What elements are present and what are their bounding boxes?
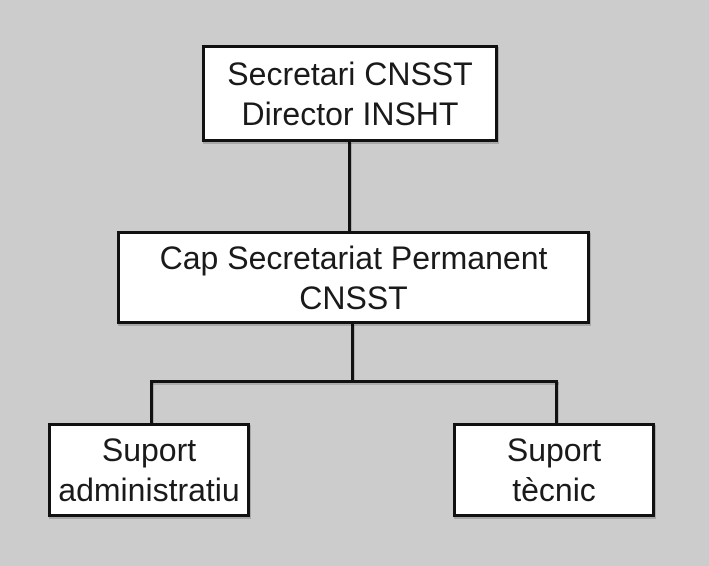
connector-branch-rail [150, 380, 558, 383]
org-node-label: Suport [506, 432, 602, 468]
connector-drop-to-tech [555, 380, 558, 424]
connector-manager-stem [351, 323, 354, 381]
org-node-secretari-cnsst: Secretari CNSST Director INSHT [202, 45, 498, 142]
org-node-label: Cap Secretariat Permanent [159, 239, 548, 276]
org-node-suport-tecnic: Suport tècnic [453, 423, 655, 517]
org-node-label: administratiu [58, 472, 240, 508]
org-node-label: Suport [101, 432, 197, 468]
org-node-label: CNSST [299, 279, 408, 316]
org-node-label: Director INSHT [241, 95, 459, 132]
connector-drop-to-admin [150, 380, 153, 424]
org-node-suport-administratiu: Suport administratiu [48, 423, 250, 517]
connector-root-to-manager [348, 141, 351, 232]
org-node-label: Secretari CNSST [227, 55, 473, 92]
org-node-label: tècnic [512, 472, 596, 508]
org-node-cap-secretariat-permanent: Cap Secretariat Permanent CNSST [117, 231, 590, 324]
